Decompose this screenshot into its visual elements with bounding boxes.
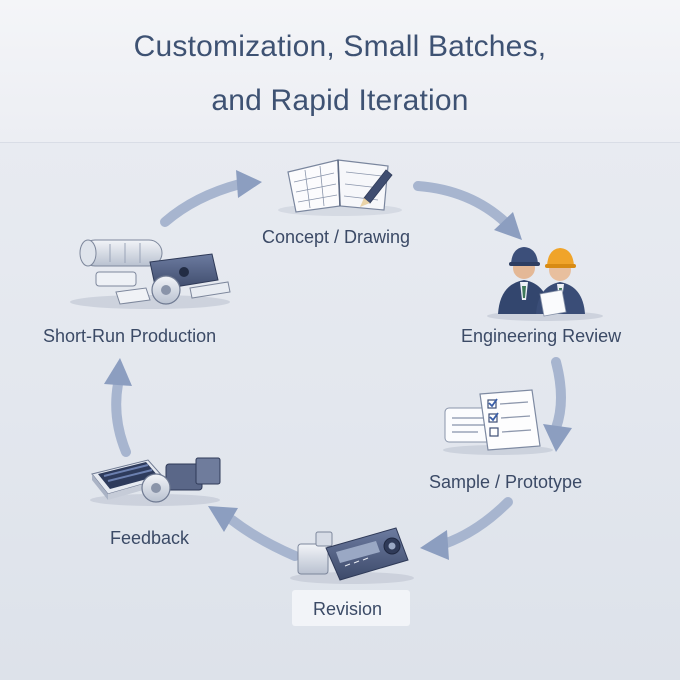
engineers-icon xyxy=(487,247,603,321)
step-label-revision: Revision xyxy=(313,599,383,619)
arrow-production-to-concept xyxy=(160,170,262,227)
step-label-concept: Concept / Drawing xyxy=(262,227,411,247)
drawing-sketch-icon xyxy=(278,159,402,216)
arrow-prototype-to-revision xyxy=(420,497,513,560)
page-title-line-2: and Rapid Iteration xyxy=(211,84,469,117)
page-title-line-1: Customization, Small Batches, xyxy=(133,30,547,63)
arrow-review-to-prototype xyxy=(543,357,572,452)
step-label-engineering-review: Engineering Review xyxy=(461,326,622,346)
production-parts-icon xyxy=(70,239,231,309)
arrow-concept-to-review xyxy=(413,181,522,240)
revision-label-box xyxy=(292,590,410,626)
title-band xyxy=(0,0,680,143)
step-label-feedback: Feedback xyxy=(110,528,190,548)
arrow-feedback-to-production xyxy=(104,358,132,457)
checklist-icon xyxy=(443,389,553,455)
step-label-short-run-production: Short-Run Production xyxy=(43,326,217,346)
machinery-icon xyxy=(90,457,221,506)
arrow-revision-to-feedback xyxy=(208,506,300,561)
machine-part-icon xyxy=(290,527,414,584)
step-label-sample-prototype: Sample / Prototype xyxy=(429,472,583,492)
